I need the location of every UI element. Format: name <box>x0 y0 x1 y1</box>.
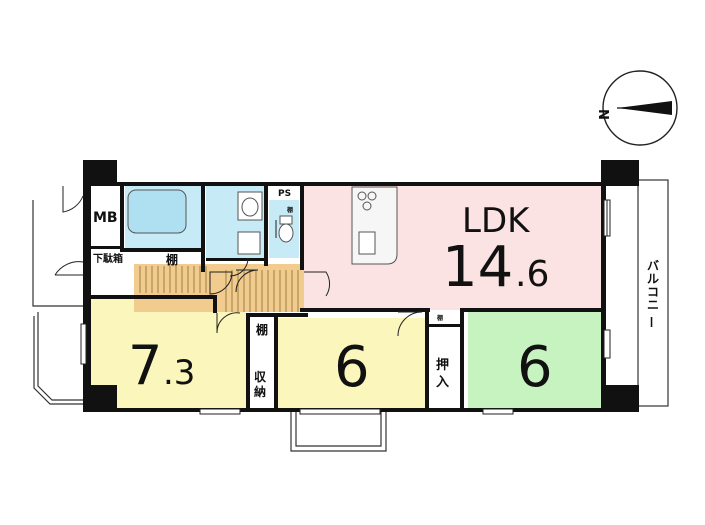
washing-machine-icon <box>237 231 261 255</box>
storage-label-1: 収 <box>254 370 267 384</box>
room-middle-floor <box>277 318 425 411</box>
bay-window <box>290 411 387 452</box>
balcony-char: コ <box>647 285 659 299</box>
room-west-size-int: 7 <box>128 334 162 397</box>
hall-shelf-label: 棚 <box>166 252 178 267</box>
balcony-char: バ <box>647 259 659 273</box>
washbasin-icon <box>237 191 263 221</box>
closet-label-2: 入 <box>436 375 449 390</box>
compass: N <box>595 70 678 146</box>
closet-shelf-label: 棚 <box>437 314 443 322</box>
west-porch <box>32 200 83 405</box>
storage-label-2: 納 <box>254 384 266 399</box>
room-east-size: 6 <box>517 335 553 400</box>
room-west-size-dec: .3 <box>163 353 195 393</box>
sink-icon <box>358 231 376 255</box>
closet-label-1: 押 <box>436 357 449 373</box>
balcony-char: ニ <box>647 298 659 312</box>
room-east-floor <box>468 310 604 411</box>
compass-north-label: N <box>595 109 610 120</box>
balcony-char: ー <box>644 316 658 328</box>
windows <box>80 199 611 415</box>
mb-label: MB <box>93 210 118 226</box>
toilet-icon <box>278 215 294 243</box>
ldk-size-dec: .6 <box>515 254 549 295</box>
balcony-label: バ ル コ ニ ー <box>644 259 659 328</box>
middle-shelf-label: 棚 <box>256 322 268 337</box>
kitchen-counter-icon <box>351 186 398 265</box>
room-middle-size: 6 <box>334 335 370 400</box>
shoe-box-label: 下駄箱 <box>93 252 123 265</box>
north-arrow-icon <box>617 101 672 115</box>
stove-icon <box>357 191 367 201</box>
ldk-size-int: 14 <box>442 235 513 300</box>
hall-floor <box>134 264 304 312</box>
balcony-char: ル <box>647 272 659 286</box>
toilet-shelf-label: 棚 <box>287 206 293 214</box>
ldk-label: LDK <box>462 201 531 241</box>
bathtub-icon <box>127 189 187 234</box>
ps-label: PS <box>278 189 291 199</box>
doors <box>54 186 423 337</box>
